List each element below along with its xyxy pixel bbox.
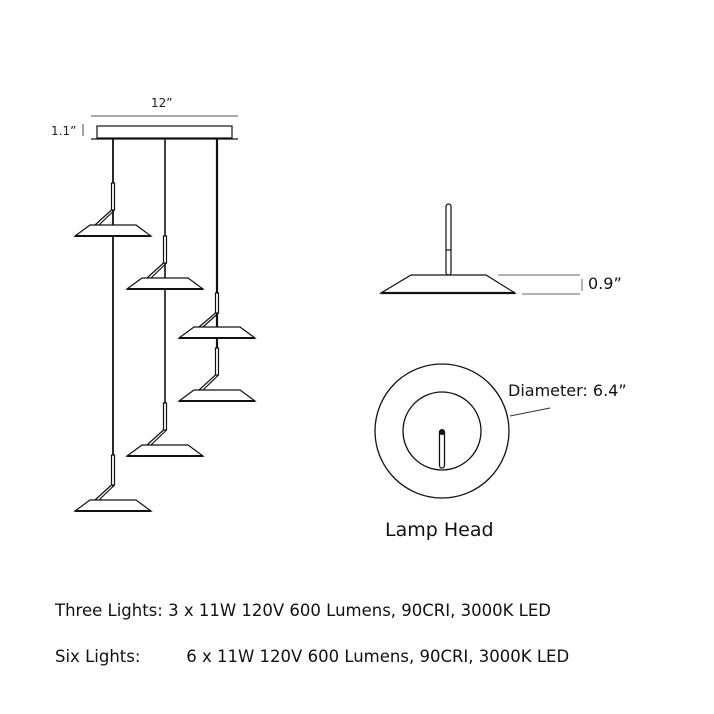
spec-value: 3 x 11W 120V 600 Lumens, 90CRI, 3000K LE…	[168, 601, 552, 620]
spec-value: 6 x 11W 120V 600 Lumens, 90CRI, 3000K LE…	[186, 647, 570, 666]
diameter-label: Diameter: 6.4”	[508, 381, 627, 400]
spec-row-six: Six Lights: 6 x 11W 120V 600 Lumens, 90C…	[55, 647, 569, 666]
pendant-5	[125, 402, 205, 457]
spec-label: Six Lights:	[55, 647, 141, 666]
pendant-4	[177, 347, 257, 402]
pendant-3	[177, 292, 257, 339]
canopy-height-label: 1.1”	[51, 124, 77, 138]
spec-row-three: Three Lights: 3 x 11W 120V 600 Lumens, 9…	[55, 601, 551, 620]
pendant-1	[73, 182, 153, 237]
lamp-head-bottom-view	[374, 363, 551, 499]
canopy	[96, 125, 233, 139]
lamp-head-side-view	[378, 203, 583, 295]
pendant-6	[73, 454, 153, 512]
canopy-width-label: 12”	[151, 96, 173, 110]
shade-height-label: 0.9”	[588, 274, 622, 293]
pendants	[73, 182, 257, 512]
lamp-head-caption: Lamp Head	[385, 519, 494, 541]
spec-label: Three Lights:	[55, 601, 163, 620]
pendant-2	[125, 235, 205, 290]
